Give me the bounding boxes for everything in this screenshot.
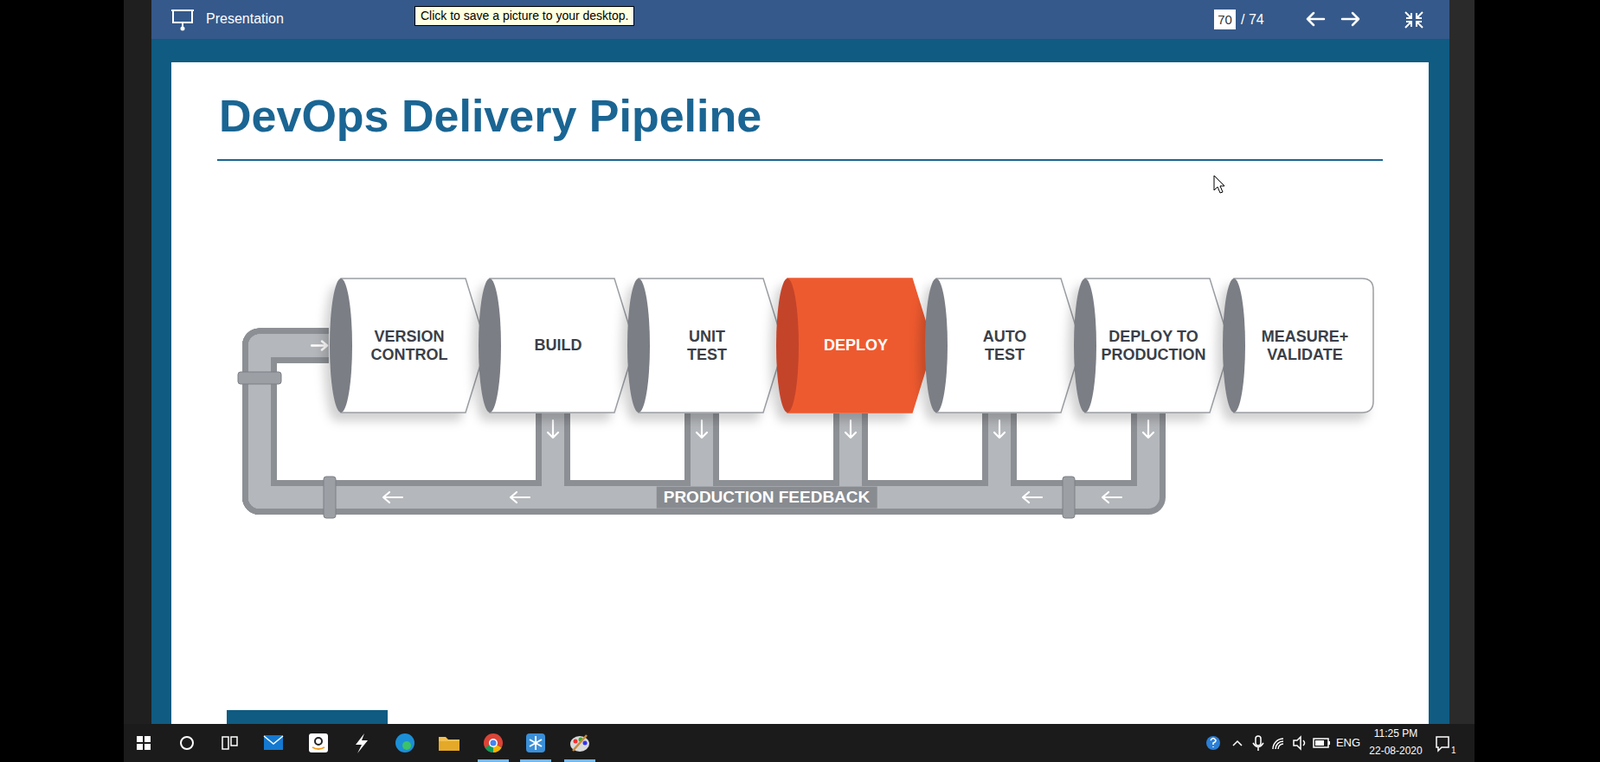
stage-label: UNIT TEST xyxy=(672,327,742,364)
stage-label: DEPLOY xyxy=(800,336,912,355)
stage-label: VERSION CONTROL xyxy=(353,327,465,364)
stage-cap xyxy=(1222,278,1246,413)
stage-body xyxy=(489,278,636,413)
amazon-icon xyxy=(308,733,328,753)
mouse-cursor xyxy=(1214,175,1225,193)
notification-count: 1 xyxy=(1451,745,1457,757)
collapse-icon xyxy=(1405,12,1423,28)
wifi-icon xyxy=(1272,738,1284,750)
pipeline-stage: BUILD xyxy=(477,277,637,414)
pipeline-stage: UNIT TEST xyxy=(626,277,786,414)
task-view-icon xyxy=(222,737,238,750)
start-button xyxy=(136,736,151,751)
paint-icon xyxy=(570,735,590,752)
pipe-label: PRODUCTION FEEDBACK xyxy=(656,487,878,509)
tooltip: Click to save a picture to your desktop. xyxy=(414,6,635,26)
battery-icon xyxy=(1313,738,1331,748)
slide-count: / 74 xyxy=(1240,11,1265,28)
slide xyxy=(171,62,1429,725)
footer-bar xyxy=(226,710,388,725)
side-strip xyxy=(1449,0,1475,725)
title-rule xyxy=(217,159,1383,161)
stage-body xyxy=(787,278,933,413)
help-icon xyxy=(1206,736,1221,751)
taskbar xyxy=(123,724,1475,762)
slide-title: DevOps Delivery Pipeline xyxy=(218,89,762,142)
slide-number: 70 xyxy=(1214,9,1236,30)
stage-label: MEASURE+ VALIDATE xyxy=(1249,327,1361,364)
stage-cap xyxy=(478,278,502,413)
stage-body xyxy=(1233,278,1374,413)
pipeline-stage: VERSION CONTROL xyxy=(328,277,489,414)
viewer-background xyxy=(123,0,1475,762)
search-icon xyxy=(180,737,193,750)
stage-cap xyxy=(627,278,650,413)
bolt-icon xyxy=(355,733,368,754)
stage-body xyxy=(936,278,1082,413)
active-indicators xyxy=(477,759,596,762)
notification-icon xyxy=(1436,737,1449,752)
stage-body xyxy=(1085,278,1231,413)
edge-icon xyxy=(395,733,415,753)
clock-time: 11:25 PM xyxy=(1374,727,1418,740)
stage-label: BUILD xyxy=(502,336,614,355)
help-mark xyxy=(1210,738,1216,749)
slide-frame xyxy=(151,38,1450,725)
highlighted-stage: DEPLOY xyxy=(775,277,935,414)
mail-icon xyxy=(263,735,283,751)
chrome-icon xyxy=(483,733,503,753)
stage-cap xyxy=(1073,278,1097,413)
stage-cap xyxy=(329,278,353,413)
language-indicator: ENG xyxy=(1336,736,1361,751)
stage-body xyxy=(340,278,487,413)
clock-date: 22-08-2020 xyxy=(1368,745,1422,758)
folder-icon xyxy=(438,737,460,752)
presentation-icon xyxy=(171,10,194,31)
nav-arrows xyxy=(1307,12,1359,26)
tray-chevron xyxy=(1233,741,1242,746)
app-bar xyxy=(151,0,1450,39)
stage-cap xyxy=(925,278,948,413)
mic-icon xyxy=(1253,736,1264,752)
stage-cap xyxy=(776,278,799,413)
pipeline-stage: DEPLOY TO PRODUCTION xyxy=(1073,277,1233,414)
pipeline-stage: MEASURE+ VALIDATE xyxy=(1221,277,1375,414)
stage-label: DEPLOY TO PRODUCTION xyxy=(1098,327,1209,364)
pipeline-stage: AUTO TEST xyxy=(924,277,1084,414)
app-icon xyxy=(526,733,546,753)
stage-body xyxy=(638,278,784,413)
app-title: Presentation xyxy=(205,10,284,27)
volume-icon xyxy=(1293,737,1305,750)
stage-label: AUTO TEST xyxy=(965,327,1044,364)
